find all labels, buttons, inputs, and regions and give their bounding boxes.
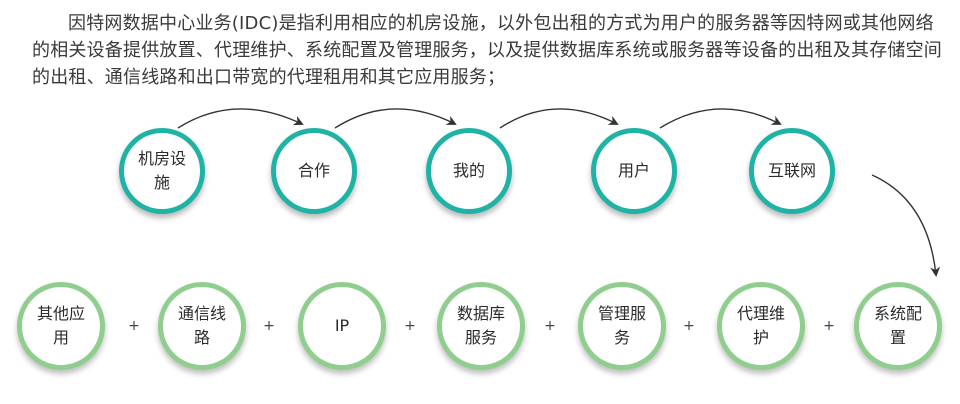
node-bottom-5-label: 管理服务 [597, 304, 646, 347]
node-bottom-7: 系统配置 [854, 282, 942, 370]
node-bottom-3: IP [298, 282, 386, 370]
plus-6: + [823, 318, 835, 334]
arrow-4 [659, 108, 782, 129]
node-bottom-5: 管理服务 [578, 282, 666, 370]
node-bottom-4: 数据库服务 [437, 282, 525, 370]
node-top-5: 互联网 [749, 128, 835, 214]
node-bottom-7-label: 系统配置 [873, 304, 922, 347]
plus-1: + [128, 318, 140, 334]
node-bottom-2-label: 通信线路 [177, 304, 226, 347]
node-bottom-6-label: 代理维护 [736, 304, 785, 347]
node-top-2: 合作 [271, 128, 357, 214]
arrow-2 [334, 108, 457, 129]
node-bottom-1-label: 其他应用 [36, 304, 85, 347]
node-bottom-3-label: IP [334, 316, 350, 335]
node-top-1: 机房设施 [119, 128, 205, 214]
node-top-1-label: 机房设施 [137, 149, 186, 192]
node-bottom-1: 其他应用 [17, 282, 105, 370]
plus-3: + [404, 318, 416, 334]
plus-4: + [544, 318, 556, 334]
node-bottom-4-label: 数据库服务 [456, 304, 505, 347]
arrow-5 [871, 174, 941, 277]
node-bottom-2: 通信线路 [158, 282, 246, 370]
node-top-3-label: 我的 [452, 161, 485, 180]
node-bottom-6: 代理维护 [717, 282, 805, 370]
node-top-4-label: 用户 [617, 161, 650, 180]
node-top-4: 用户 [591, 128, 677, 214]
intro-paragraph: 因特网数据中心业务(IDC)是指利用相应的机房设施，以外包出租的方式为用户的服务… [32, 13, 942, 88]
node-top-3: 我的 [426, 128, 512, 214]
arrow-3 [499, 108, 619, 129]
node-top-2-label: 合作 [297, 161, 330, 180]
plus-5: + [683, 318, 695, 334]
plus-2: + [263, 318, 275, 334]
arrow-1 [177, 108, 304, 129]
node-top-5-label: 互联网 [767, 161, 816, 180]
